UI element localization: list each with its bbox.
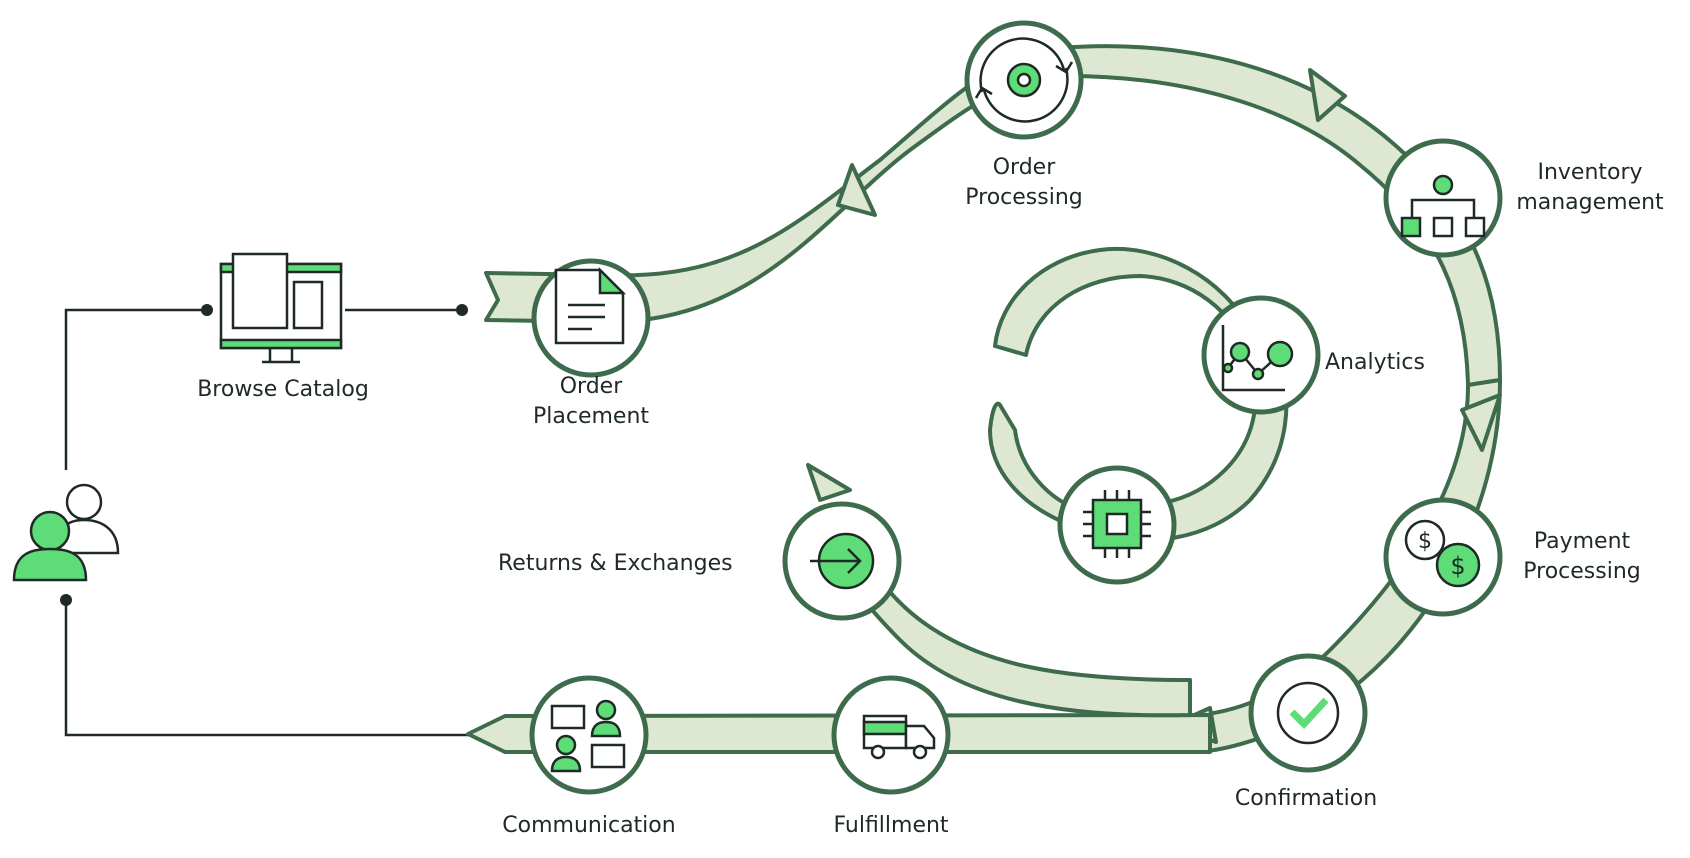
confirmation-label: Confirmation: [1234, 786, 1378, 811]
connector-dot: [456, 304, 468, 316]
browse-catalog-label: Browse Catalog: [197, 377, 369, 402]
svg-text:$: $: [1418, 529, 1432, 554]
devices-icon: [219, 252, 343, 364]
verified-badge-icon: [1276, 681, 1340, 745]
inventory-line2: management: [1516, 190, 1664, 215]
band-arrow-head: [1460, 393, 1502, 452]
analytics-node: [1201, 295, 1321, 415]
order-placement-label: Order Placement: [533, 372, 649, 432]
communication-label: Communication: [502, 813, 676, 838]
chat-users-icon: [550, 699, 626, 773]
truck-icon: [862, 714, 936, 760]
returns-label: Returns & Exchanges: [498, 551, 733, 576]
workflow-icon: [1400, 174, 1486, 238]
inventory-label: Inventory management: [1516, 158, 1663, 218]
band-arrow-head: [806, 463, 852, 502]
order-placement-line1: Order: [559, 374, 623, 399]
fulfillment-label: Fulfillment: [833, 813, 949, 838]
line-chart-icon: [1221, 325, 1294, 392]
order-processing-line2: Processing: [965, 185, 1083, 210]
payment-label: Payment Processing: [1523, 527, 1640, 587]
order-placement-line2: Placement: [532, 404, 650, 429]
payment-line2: Processing: [1523, 559, 1641, 584]
band-arrow-head: [1308, 68, 1347, 122]
order-processing-label: Order Processing: [965, 153, 1082, 213]
inventory-line1: Inventory: [1537, 160, 1643, 185]
analytics-label: Analytics: [1325, 350, 1425, 375]
connector-lines: [64, 308, 470, 737]
communication-node: [529, 675, 649, 795]
svg-text:$: $: [1450, 552, 1465, 580]
inventory-node: [1383, 138, 1503, 258]
gear-cycle-icon: [974, 37, 1074, 123]
users-icon: [12, 483, 120, 582]
icon-circles: [529, 20, 1503, 795]
coins-icon: $ $: [1404, 519, 1481, 588]
arrow-right-icon: [810, 532, 875, 590]
chip-icon: [1083, 490, 1151, 558]
connector-dot: [201, 304, 213, 316]
order-processing-line1: Order: [992, 155, 1056, 180]
connector-dot: [60, 594, 72, 606]
band-arrow-head: [836, 163, 877, 217]
document-icon: [554, 266, 627, 345]
payment-line1: Payment: [1533, 529, 1631, 554]
